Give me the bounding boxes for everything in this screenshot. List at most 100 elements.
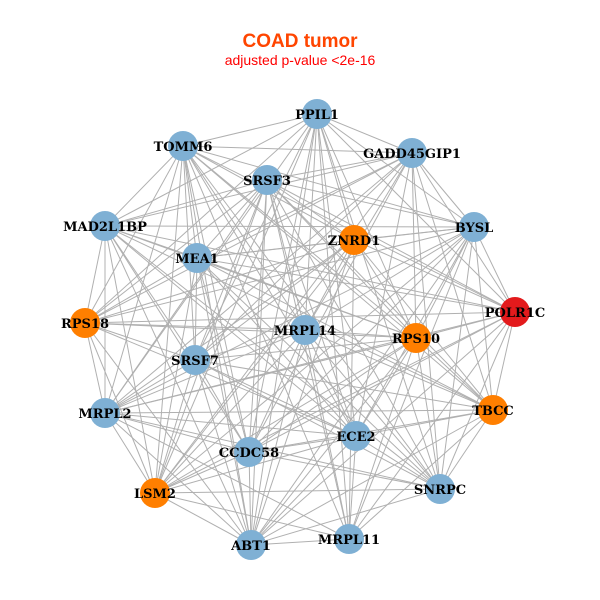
node-label: CCDC58 [219, 446, 279, 461]
node-circle[interactable] [90, 211, 120, 241]
edge-BYSL-RPS18 [84, 226, 475, 324]
node-circle[interactable] [302, 99, 332, 129]
node-TBCC[interactable]: TBCC [472, 395, 514, 425]
node-circle[interactable] [140, 478, 170, 508]
edge-PPIL1-SNRPC [316, 113, 441, 490]
edge-MEA1-LSM2 [154, 257, 198, 494]
node-circle[interactable] [168, 131, 198, 161]
node-circle[interactable] [252, 165, 282, 195]
edge-CCDC58-LSM2 [154, 451, 250, 494]
node-label: ZNRD1 [328, 234, 381, 249]
node-ZNRD1[interactable]: ZNRD1 [328, 225, 381, 255]
node-label: SRSF3 [243, 174, 291, 189]
node-circle[interactable] [425, 474, 455, 504]
node-CCDC58[interactable]: CCDC58 [219, 437, 279, 467]
edge-ECE2-CCDC58 [248, 435, 357, 453]
edge-MEA1-ABT1 [196, 257, 252, 546]
edge-SRSF3-MRPL11 [266, 179, 350, 540]
node-circle[interactable] [182, 243, 212, 273]
node-TOMM6[interactable]: TOMM6 [154, 131, 213, 161]
node-SRSF7[interactable]: SRSF7 [171, 345, 219, 375]
edge-BYSL-ABT1 [250, 226, 475, 546]
edge-BYSL-POLR1C [473, 226, 516, 313]
edge-TBCC-MRPL11 [348, 409, 494, 540]
node-POLR1C[interactable]: POLR1C [485, 297, 545, 327]
edge-TOMM6-GADD45GIP1 [182, 145, 413, 154]
node-circle[interactable] [70, 308, 100, 338]
node-circle[interactable] [236, 530, 266, 560]
edge-MEA1-SNRPC [196, 257, 441, 490]
edge-POLR1C-MRPL11 [348, 311, 516, 540]
edge-RPS10-TBCC [415, 337, 494, 411]
edge-RPS18-ECE2 [84, 322, 357, 437]
edge-ABT1-MRPL11 [250, 538, 350, 546]
edge-SRSF3-BYSL [266, 179, 475, 228]
node-MRPL14[interactable]: MRPL14 [274, 315, 336, 345]
edge-ECE2-MRPL11 [348, 435, 357, 540]
edge-SRSF7-LSM2 [154, 359, 196, 494]
edge-TOMM6-CCDC58 [182, 145, 250, 453]
node-label: MEA1 [175, 252, 218, 267]
edge-POLR1C-CCDC58 [248, 311, 516, 453]
node-SRSF3[interactable]: SRSF3 [243, 165, 291, 195]
node-circle[interactable] [401, 323, 431, 353]
node-circle[interactable] [478, 395, 508, 425]
node-circle[interactable] [341, 421, 371, 451]
edge-SRSF7-ABT1 [194, 359, 252, 546]
edge-ZNRD1-RPS10 [353, 239, 417, 339]
edge-TOMM6-RPS10 [182, 145, 417, 339]
node-ECE2[interactable]: ECE2 [336, 421, 376, 451]
node-MEA1[interactable]: MEA1 [175, 243, 219, 273]
chart-subtitle: adjusted p-value <2e-16 [224, 52, 376, 68]
node-PPIL1[interactable]: PPIL1 [295, 99, 339, 129]
node-RPS10[interactable]: RPS10 [392, 323, 440, 353]
edge-MRPL2-ECE2 [104, 412, 357, 437]
edge-SRSF3-TBCC [266, 179, 494, 411]
edge-LSM2-ABT1 [154, 492, 252, 546]
edge-RPS10-MRPL2 [104, 337, 417, 414]
node-LSM2[interactable]: LSM2 [134, 478, 176, 508]
edge-RPS10-MRPL11 [348, 337, 417, 540]
node-circle[interactable] [500, 297, 530, 327]
edge-GADD45GIP1-SRSF3 [266, 152, 413, 181]
node-RPS18[interactable]: RPS18 [61, 308, 109, 338]
node-BYSL[interactable]: BYSL [455, 212, 494, 242]
node-circle[interactable] [339, 225, 369, 255]
edge-PPIL1-ZNRD1 [316, 113, 355, 241]
edge-RPS10-SRSF7 [194, 337, 417, 361]
edge-BYSL-MRPL11 [348, 226, 475, 540]
node-MAD2L1BP[interactable]: MAD2L1BP [63, 211, 147, 241]
edge-SRSF3-MRPL14 [266, 179, 306, 331]
node-circle[interactable] [180, 345, 210, 375]
node-ABT1[interactable]: ABT1 [230, 530, 271, 560]
node-circle[interactable] [290, 315, 320, 345]
node-label: TOMM6 [154, 140, 213, 155]
edge-TOMM6-BYSL [182, 145, 475, 228]
edge-PPIL1-RPS10 [316, 113, 417, 339]
node-label: PPIL1 [295, 108, 339, 123]
node-circle[interactable] [334, 524, 364, 554]
node-circle[interactable] [459, 212, 489, 242]
node-circle[interactable] [90, 398, 120, 428]
edge-TOMM6-MAD2L1BP [104, 145, 184, 227]
node-circle[interactable] [397, 138, 427, 168]
node-circle[interactable] [234, 437, 264, 467]
edge-MEA1-TBCC [196, 257, 494, 411]
node-SNRPC[interactable]: SNRPC [414, 474, 466, 504]
edge-layer [84, 113, 516, 546]
edge-RPS10-LSM2 [154, 337, 417, 494]
node-MRPL2[interactable]: MRPL2 [78, 398, 132, 428]
edge-TBCC-SNRPC [439, 409, 494, 490]
edge-SRSF7-CCDC58 [194, 359, 250, 453]
node-GADD45GIP1[interactable]: GADD45GIP1 [363, 138, 461, 168]
edge-ZNRD1-POLR1C [353, 239, 516, 313]
edge-MRPL2-TBCC [104, 409, 494, 414]
edge-SRSF3-MRPL2 [104, 179, 268, 414]
chart-title: COAD tumor [242, 31, 358, 52]
edge-MAD2L1BP-ECE2 [104, 225, 357, 437]
edge-MEA1-RPS10 [196, 257, 417, 339]
node-MRPL11[interactable]: MRPL11 [318, 524, 380, 554]
edge-MRPL14-SRSF7 [194, 329, 306, 361]
edge-MAD2L1BP-LSM2 [104, 225, 156, 494]
node-label: MRPL2 [78, 407, 131, 422]
